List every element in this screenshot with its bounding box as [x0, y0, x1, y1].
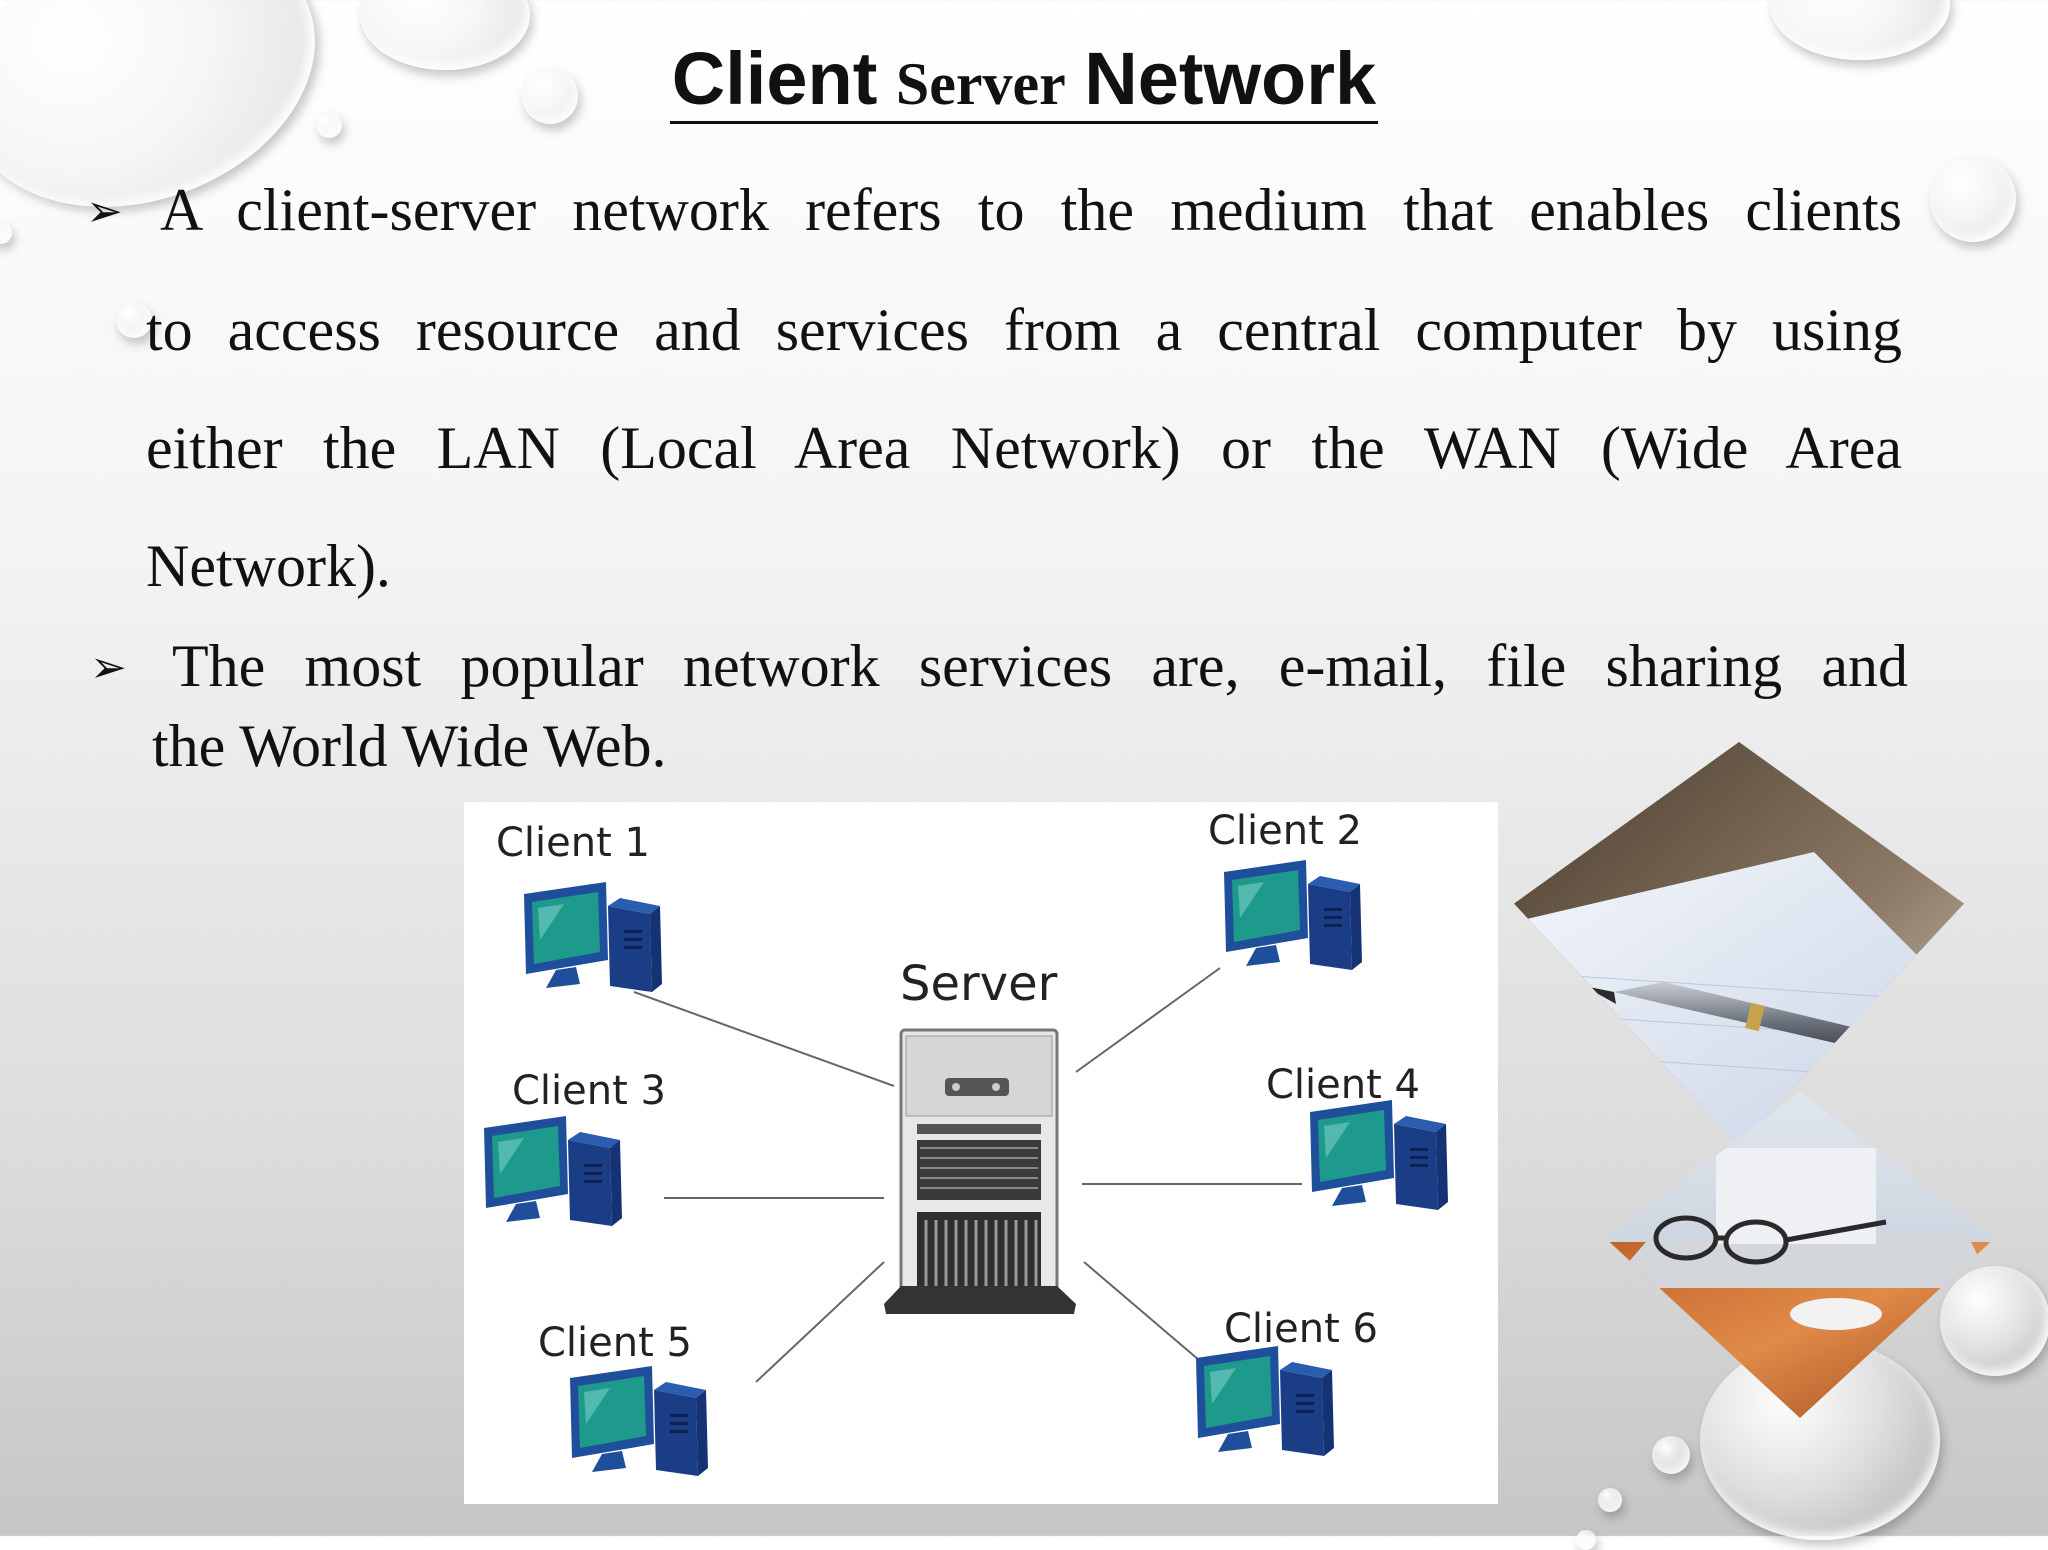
server-tower-icon: [884, 1028, 1076, 1314]
bullet2-line-2: the World Wide Web.: [152, 713, 667, 779]
client-4-label: Client 4: [1266, 1062, 1420, 1108]
client-4-computer-icon: [1310, 1100, 1448, 1210]
client-1-computer-icon: [524, 882, 662, 992]
bullet1-line-4: Network).: [146, 533, 391, 599]
bullet-arrow-icon: ➢: [86, 186, 123, 237]
client-2-computer-icon: [1224, 860, 1362, 970]
bullet-arrow-icon: ➢: [90, 642, 127, 693]
water-drop: [1652, 1436, 1690, 1474]
title-word-3: Network: [1084, 37, 1377, 120]
glasses-on-desk-photo: [1606, 1092, 1994, 1418]
client-6-label: Client 6: [1224, 1306, 1378, 1352]
client-6-computer-icon: [1196, 1346, 1334, 1456]
water-drop: [1940, 1266, 2048, 1376]
water-drop: [522, 68, 578, 124]
bullet1-line-2: to access resource and services from a c…: [146, 297, 1902, 363]
water-drop: [0, 222, 12, 244]
diagram-graphics: [484, 860, 1448, 1476]
client-3-label: Client 3: [512, 1068, 666, 1114]
title-word-2: Server: [895, 51, 1066, 117]
client-1-label: Client 1: [496, 820, 650, 866]
water-drop: [1576, 1530, 1596, 1550]
client-2-label: Client 2: [1208, 808, 1362, 854]
title-word-1: Client: [671, 37, 878, 120]
bullet1-line-3: either the LAN (Local Area Network) or t…: [146, 415, 1902, 481]
client-5-label: Client 5: [538, 1320, 692, 1366]
client-server-diagram: Client 1 Client 2 Server Client 3 Client…: [464, 802, 1498, 1504]
water-drop: [316, 112, 342, 138]
bullet2-line-1: The most popular network services are, e…: [172, 633, 1908, 699]
water-drop: [116, 302, 152, 338]
page-title: Client Server Network: [0, 36, 2048, 124]
client-3-computer-icon: [484, 1116, 622, 1226]
water-drop: [1930, 156, 2016, 242]
water-drop: [1598, 1488, 1622, 1512]
pen-on-paper-photo: [1514, 742, 1964, 1146]
client-5-computer-icon: [570, 1366, 708, 1476]
server-label: Server: [900, 956, 1058, 1012]
bullet1-line-1: A client-server network refers to the me…: [160, 177, 1902, 243]
connection-lines: [633, 967, 1302, 1383]
